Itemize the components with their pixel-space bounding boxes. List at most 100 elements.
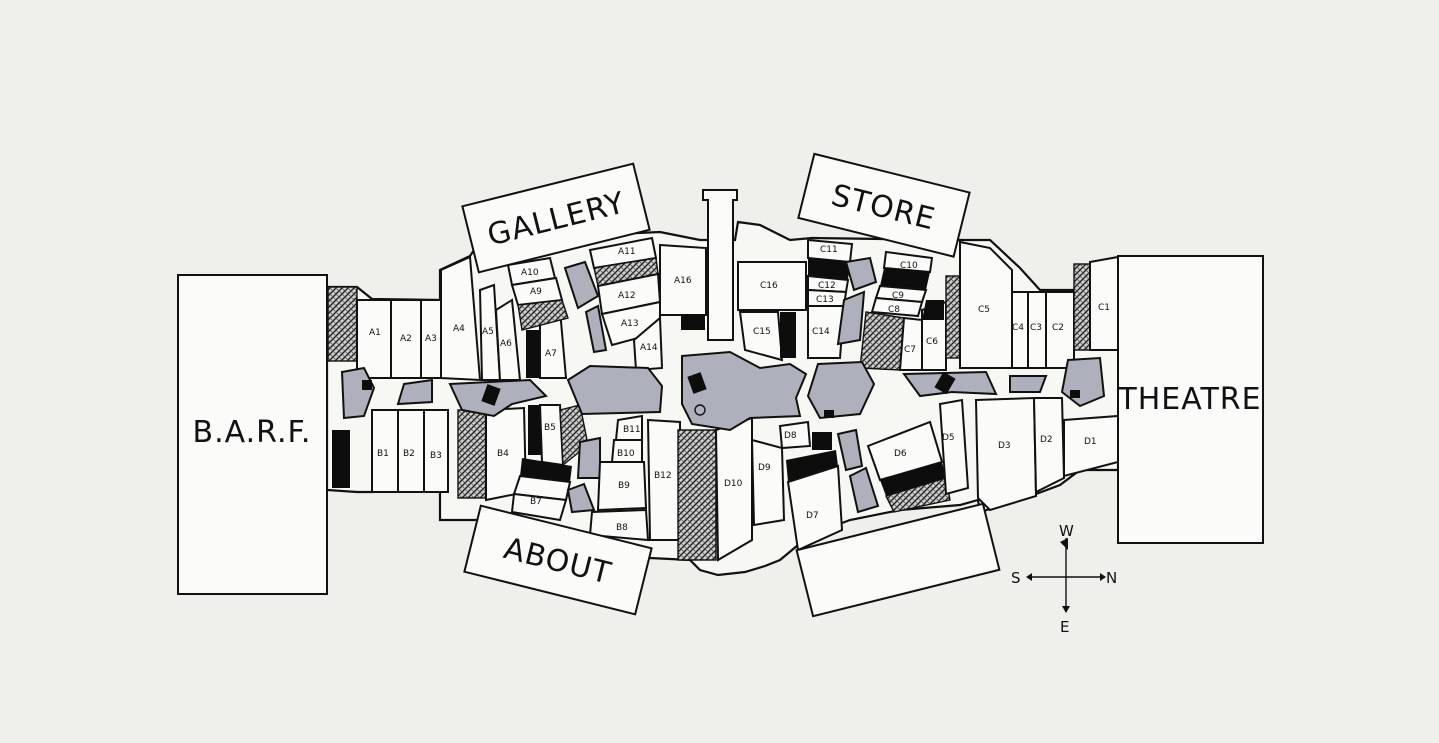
- compass-rose: W E N S: [1011, 522, 1117, 636]
- plaza: [576, 436, 601, 479]
- hatch-area: [859, 311, 905, 371]
- label-b2: B2: [403, 449, 415, 459]
- hatch-area: [885, 477, 951, 513]
- unit-a16: [659, 243, 707, 316]
- hatch-area: [327, 286, 358, 362]
- label-c12: C12: [818, 281, 836, 291]
- label-a13: A13: [621, 319, 639, 329]
- plaza: [566, 482, 596, 514]
- label-a11: A11: [618, 247, 636, 257]
- label-c6: C6: [926, 337, 938, 347]
- unit-b7: [510, 492, 568, 522]
- corridor-plazas: [340, 350, 1106, 432]
- unit-c16: [737, 261, 807, 311]
- unit-d7: [786, 464, 844, 552]
- unit-c8: [870, 296, 924, 318]
- label-b1: B1: [377, 449, 389, 459]
- label-c2: C2: [1052, 323, 1064, 333]
- theatre-link[interactable]: THEATRE: [1117, 255, 1264, 544]
- label-b5: B5: [544, 423, 556, 433]
- unit-d3: [974, 396, 1038, 512]
- unit-a1: [356, 299, 392, 379]
- hatch-area: [517, 299, 569, 331]
- label-c16: C16: [760, 281, 778, 291]
- unit-c2: [1045, 291, 1075, 369]
- north-arrow-icon: [1060, 538, 1068, 550]
- label-b7: B7: [530, 497, 542, 507]
- label-a3: A3: [425, 334, 437, 344]
- label-d5: D5: [942, 433, 955, 443]
- label-d10: D10: [724, 479, 743, 489]
- plaza: [836, 290, 866, 346]
- label-a1: A1: [369, 328, 381, 338]
- label-d8: D8: [784, 431, 797, 441]
- label-d7: D7: [806, 511, 819, 521]
- about-link[interactable]: ABOUT: [463, 504, 653, 616]
- label-c1: C1: [1098, 303, 1110, 313]
- blank-link[interactable]: [795, 502, 1001, 618]
- hatch-area: [945, 275, 961, 359]
- unit-labels: A1 A2 A3 A4 A5 A6 A7 A10 A9 A11 A12 A13 …: [369, 245, 1110, 533]
- unit-b1: [371, 409, 399, 493]
- unit-d5: [938, 398, 970, 496]
- unit-a14: [632, 315, 664, 372]
- plaza: [448, 378, 548, 418]
- plaza-center: [681, 350, 808, 432]
- unit-b8: [588, 508, 650, 542]
- unit-d10: [714, 416, 753, 562]
- label-a9: A9: [530, 287, 542, 297]
- plaza: [848, 466, 880, 514]
- label-a7: A7: [545, 349, 557, 359]
- label-c8: C8: [888, 305, 900, 315]
- gallery-link[interactable]: GALLERY: [461, 162, 651, 274]
- label-d1: D1: [1084, 437, 1097, 447]
- barf-label: B.A.R.F.: [193, 415, 312, 450]
- unit-d8: [778, 420, 812, 450]
- east-wing: [737, 238, 1119, 552]
- label-b8: B8: [616, 523, 628, 533]
- label-a6: A6: [500, 339, 512, 349]
- label-c4: C4: [1012, 323, 1024, 333]
- label-c13: C13: [816, 295, 834, 305]
- label-a4: A4: [453, 324, 465, 334]
- label-d2: D2: [1040, 435, 1053, 445]
- label-d3: D3: [998, 441, 1011, 451]
- unit-c15: [738, 311, 784, 362]
- theatre-label: THEATRE: [1117, 382, 1261, 417]
- plaza: [806, 360, 876, 420]
- plaza: [566, 364, 664, 416]
- unit-c14: [807, 305, 846, 359]
- label-a2: A2: [400, 334, 412, 344]
- unit-b3: [423, 409, 449, 493]
- unit-a4: [440, 255, 482, 382]
- label-a16: A16: [674, 276, 692, 286]
- barf-link[interactable]: B.A.R.F.: [177, 274, 328, 595]
- plaza: [563, 260, 600, 310]
- hatch-area: [677, 429, 717, 561]
- unit-d9: [750, 438, 786, 527]
- unit-b2: [397, 409, 425, 493]
- label-b9: B9: [618, 481, 630, 491]
- label-a10: A10: [521, 268, 539, 278]
- plaza: [584, 304, 608, 354]
- label-c15: C15: [753, 327, 771, 337]
- unit-c7: [898, 316, 923, 371]
- store-link[interactable]: STORE: [797, 152, 971, 258]
- plaza: [844, 256, 878, 292]
- label-b11: B11: [623, 425, 641, 435]
- label-c5: C5: [978, 305, 990, 315]
- hatch-area: [1073, 263, 1091, 351]
- label-b4: B4: [497, 449, 509, 459]
- hatch-area: [457, 409, 487, 499]
- plaza: [1009, 375, 1048, 393]
- label-b12: B12: [654, 471, 672, 481]
- plaza: [396, 378, 433, 406]
- compass-south: S: [1011, 569, 1021, 587]
- label-c7: C7: [904, 345, 916, 355]
- label-a14: A14: [640, 343, 658, 353]
- label-c10: C10: [900, 261, 918, 271]
- label-d6: D6: [894, 449, 907, 459]
- label-c14: C14: [812, 327, 830, 337]
- label-c3: C3: [1030, 323, 1042, 333]
